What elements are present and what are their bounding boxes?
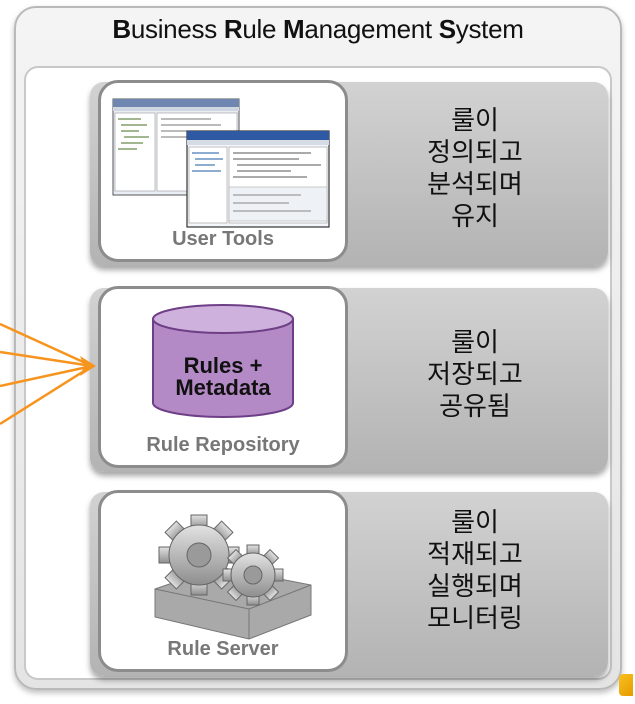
title-letter-m: M xyxy=(283,14,305,44)
desc-line: 공유됨 xyxy=(439,391,511,421)
desc-line: 실행되며 xyxy=(427,571,523,601)
desc-line: 분석되며 xyxy=(427,169,523,199)
arrow-head xyxy=(80,356,96,376)
screenshot-windows-icon xyxy=(112,98,330,228)
title-word-rule: ule xyxy=(242,14,284,44)
desc-line: 룰이 xyxy=(451,507,499,537)
arrow-line xyxy=(0,322,93,368)
gears-server-icon xyxy=(154,514,312,640)
arrow-line xyxy=(0,364,93,426)
incoming-arrows xyxy=(0,322,96,426)
rule-server-description: 룰이 적재되고 실행되며 모니터링 xyxy=(355,506,595,634)
cylinder-line-rules: Rules + xyxy=(184,353,263,378)
cylinder-line-metadata: Metadata xyxy=(175,375,271,400)
title-letter-r: R xyxy=(223,14,243,44)
title-letter-b: B xyxy=(112,14,131,44)
rule-repository-description: 룰이 저장되고 공유됨 xyxy=(355,326,595,422)
desc-line: 저장되고 xyxy=(427,359,523,389)
corner-accent xyxy=(619,674,633,696)
desc-line: 모니터링 xyxy=(427,603,523,633)
diagram-title: Business Rule Management System xyxy=(14,14,622,45)
title-word-system: ystem xyxy=(455,14,524,44)
arrow-line xyxy=(0,350,93,368)
user-tools-card: User Tools xyxy=(98,80,348,262)
desc-line: 유지 xyxy=(451,201,499,231)
desc-line: 적재되고 xyxy=(427,539,523,569)
rule-server-label: Rule Server xyxy=(167,638,279,660)
title-word-management: anagement xyxy=(304,14,439,44)
user-tools-label: User Tools xyxy=(172,228,274,250)
desc-line: 룰이 xyxy=(451,327,499,357)
rule-repository-label: Rule Repository xyxy=(146,434,300,456)
rule-repository-card: Rules + Metadata Rule Repository xyxy=(98,286,348,468)
desc-line: 룰이 xyxy=(451,105,499,135)
desc-line: 정의되고 xyxy=(427,137,523,167)
arrow-line xyxy=(0,364,93,388)
title-letter-s: S xyxy=(438,14,456,44)
user-tools-description: 룰이 정의되고 분석되며 유지 xyxy=(355,104,595,232)
title-word-business: usiness xyxy=(130,14,224,44)
database-cylinder-icon: Rules + Metadata xyxy=(152,304,294,418)
rule-server-card: Rule Server xyxy=(98,490,348,672)
